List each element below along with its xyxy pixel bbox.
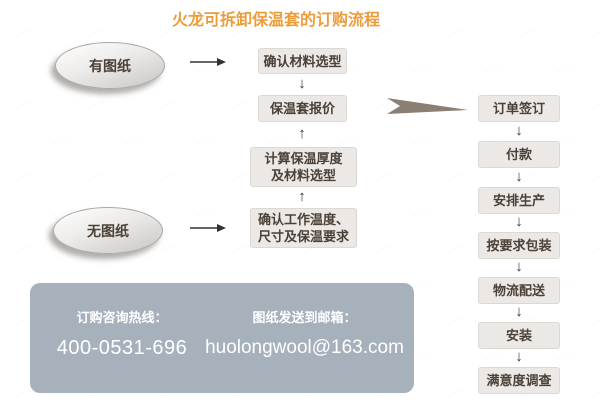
step-label: 订单签订 (492, 101, 545, 116)
watermark-mark: ~~ — (555, 351, 574, 364)
watermark-mark: ~~ — (159, 171, 178, 184)
down-arrow-icon: ↓ (515, 213, 523, 230)
watermark-mark: ~~ — (195, 207, 214, 220)
hotline-label: 订购咨询热线： (76, 310, 168, 325)
watermark-mark: ~~ — (15, 387, 34, 400)
step-installation: 安装 (478, 322, 560, 349)
step-label: 保温套报价 (269, 101, 335, 116)
watermark-mark: ~~ — (411, 0, 429, 4)
step-confirm-material-selection: 确认材料选型 (258, 48, 347, 74)
watermark-mark: ~~ — (123, 0, 141, 4)
down-arrow-icon: ↓ (515, 348, 523, 365)
watermark-mark: ~~ — (231, 171, 250, 184)
start-node-label: 有图纸 (89, 57, 131, 74)
watermark-mark: ~~ — (447, 315, 466, 328)
contact-panel: 订购咨询热线： 400-0531-696 图纸发送到邮箱： huolongwoo… (30, 283, 414, 393)
step-label-line2: 尺寸及保温要求 (257, 229, 349, 244)
watermark-mark: ~~ — (51, 135, 70, 148)
down-arrow-icon: ↓ (515, 303, 523, 320)
watermark-mark: ~~ — (375, 171, 394, 184)
step-pack-as-required: 按要求包装 (478, 232, 560, 259)
step-label: 物流配送 (492, 283, 545, 298)
watermark-mark: ~~ — (15, 99, 34, 112)
email-address: huolongwool@163.com (205, 337, 404, 358)
watermark-mark: ~~ — (375, 243, 394, 256)
watermark-mark: ~~ — (483, 63, 502, 76)
watermark-mark: ~~ — (51, 0, 69, 4)
watermark-mark: ~~ — (231, 99, 250, 112)
watermark-mark: ~~ — (339, 0, 357, 4)
watermark-mark: ~~ — (159, 99, 178, 112)
down-arrow-icon: ↓ (515, 122, 523, 139)
watermark-mark: ~~ — (591, 315, 600, 328)
start-node-has-drawing: 有图纸 (55, 42, 165, 89)
email-block: 图纸发送到邮箱： huolongwool@163.com (202, 307, 407, 359)
step-cover-quotation: 保温套报价 (258, 95, 347, 122)
watermark-mark: ~~ — (591, 243, 600, 256)
email-label: 图纸发送到邮箱： (252, 310, 357, 325)
watermark-mark: ~~ — (555, 0, 573, 4)
step-calc-thickness-material: 计算保温厚度 及材料选型 (250, 147, 357, 187)
down-arrow-icon: ↓ (298, 75, 306, 92)
watermark-mark: ~~ — (87, 99, 106, 112)
step-label-line1: 计算保温厚度 (264, 151, 343, 166)
step-payment: 付款 (478, 141, 560, 168)
down-arrow-icon: ↓ (515, 168, 523, 185)
hotline-block: 订购咨询热线： 400-0531-696 (42, 307, 202, 360)
step-confirm-temp-size-requirements: 确认工作温度、 尺寸及保温要求 (250, 208, 357, 248)
watermark-mark: ~~ — (483, 351, 502, 364)
watermark-mark: ~~ — (411, 207, 430, 220)
watermark-mark: ~~ — (447, 387, 466, 400)
step-label: 安装 (505, 328, 532, 343)
watermark-mark: ~~ — (591, 27, 600, 40)
step-order-signing: 订单签订 (478, 95, 560, 122)
watermark-mark: ~~ — (267, 135, 286, 148)
start-node-label: 无图纸 (87, 222, 129, 239)
step-satisfaction-survey: 满意度调查 (478, 367, 560, 394)
watermark-mark: ~~ — (15, 171, 34, 184)
right-arrow-icon (190, 58, 226, 66)
hotline-number: 400-0531-696 (56, 337, 188, 359)
watermark-mark: ~~ — (411, 279, 430, 292)
watermark-mark: ~~ — (195, 135, 214, 148)
step-label: 满意度调查 (486, 373, 552, 388)
watermark-mark: ~~ — (555, 63, 574, 76)
watermark-mark: ~~ — (591, 99, 600, 112)
start-node-no-drawing: 无图纸 (53, 207, 163, 254)
watermark-mark: ~~ — (195, 0, 213, 4)
step-label-line2: 及材料选型 (270, 168, 336, 183)
step-label: 安排生产 (492, 193, 545, 208)
watermark-mark: ~~ — (411, 135, 430, 148)
up-arrow-icon: ↑ (298, 125, 306, 142)
watermark-mark: ~~ — (447, 243, 466, 256)
big-right-arrow-icon (387, 98, 468, 114)
watermark-mark: ~~ — (87, 171, 106, 184)
watermark-mark: ~~ — (267, 0, 285, 4)
watermark-mark: ~~ — (231, 243, 250, 256)
up-arrow-icon: ↑ (298, 188, 306, 205)
page-title: 火龙可拆卸保温套的订购流程 (171, 12, 380, 29)
watermark-mark: ~~ — (483, 0, 501, 4)
watermark-mark: ~~ — (447, 171, 466, 184)
step-label-line1: 确认工作温度、 (257, 212, 349, 227)
watermark-mark: ~~ — (123, 135, 142, 148)
watermark-mark: ~~ — (411, 351, 430, 364)
step-label: 按要求包装 (486, 238, 552, 253)
watermark-mark: ~~ — (591, 171, 600, 184)
watermark-mark: ~~ — (159, 243, 178, 256)
step-label: 确认材料选型 (263, 53, 342, 69)
down-arrow-icon: ↓ (515, 258, 523, 275)
step-logistics-delivery: 物流配送 (478, 277, 560, 304)
right-arrow-icon (190, 224, 226, 232)
watermark-mark: ~~ — (411, 63, 430, 76)
watermark-mark: ~~ — (339, 135, 358, 148)
watermark-mark: ~~ — (591, 387, 600, 400)
step-arrange-production: 安排生产 (478, 187, 560, 214)
step-label: 付款 (505, 147, 532, 162)
watermark-mark: ~~ — (15, 243, 34, 256)
